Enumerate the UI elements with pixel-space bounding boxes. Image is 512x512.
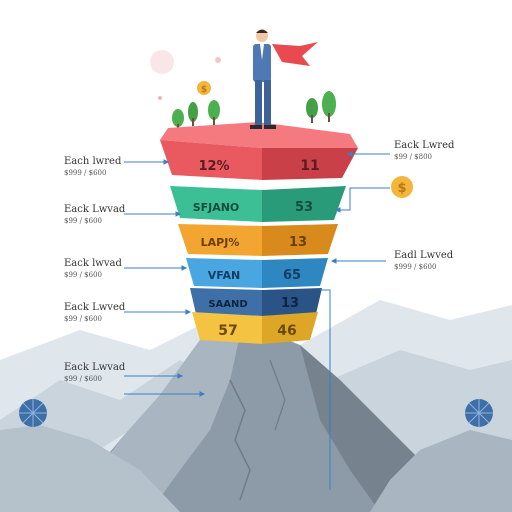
tier-6: 57 46 [192,312,318,344]
tier-2-right-value: 53 [295,200,313,215]
tier-1-right-value: 11 [300,158,319,174]
right-label-2-title: Eadl Lwved [394,250,454,261]
left-label-3: Eack lwvad $99 / $600 [64,258,122,279]
person-figure [250,29,318,129]
right-label-2: Eadl Lwved $999 / $600 [394,250,454,271]
tier-5: SAAND 13 [190,288,322,316]
tier-1: 12% 11 [160,122,358,180]
tier-4-left-value: VFAN [208,269,240,282]
tier-3-right-value: 13 [289,235,307,250]
left-label-2-sub: $99 / $600 [64,217,102,225]
tier-2: SFJANO 53 [170,186,346,222]
tier-4: VFAN 65 [186,258,328,288]
decor-dot [215,57,221,63]
right-label-2-sub: $999 / $600 [394,263,436,271]
decor-dot [158,96,162,100]
coin-icon: $ [197,81,211,95]
left-label-3-sub: $99 / $600 [64,271,102,279]
left-label-5-title: Eack Lwvad [64,362,126,373]
tier-3: LAPJ% 13 [178,224,338,256]
right-label-1: Eack Lwred $99 / $800 [394,140,455,161]
tier-1-left-value: 12% [198,159,229,174]
left-label-3-title: Eack lwvad [64,258,122,269]
tier-5-left-value: SAAND [208,299,247,310]
left-label-1-title: Each lwred [64,156,122,167]
svg-text:$: $ [201,85,207,95]
cape-icon [272,42,318,66]
right-label-1-title: Eack Lwred [394,140,455,151]
main-mountain [0,330,512,512]
tier-5-right-value: 13 [281,296,299,311]
leader-lines [124,151,390,490]
left-label-4: Eack Lwved $99 / $600 [64,302,126,323]
tree-icon [172,91,336,130]
left-label-5-sub: $99 / $600 [64,375,102,383]
left-label-2-title: Eack Lwvad [64,204,126,215]
tier-2-left-value: SFJANO [193,201,240,214]
tier-6-left-value: 57 [218,323,237,339]
left-label-1: Each lwred $999 / $600 [64,156,122,177]
right-label-1-sub: $99 / $800 [394,153,432,161]
decor-circle [150,50,174,74]
svg-text:$: $ [397,181,406,196]
globe-icon [465,399,493,427]
left-label-4-title: Eack Lwved [64,302,126,313]
coin-icon: $ [391,176,413,198]
tier-3-left-value: LAPJ% [201,236,240,249]
left-label-4-sub: $99 / $600 [64,315,102,323]
left-label-2: Eack Lwvad $99 / $600 [64,204,126,225]
globe-icon [19,399,47,427]
tier-6-right-value: 46 [277,323,296,339]
left-label-1-sub: $999 / $600 [64,169,106,177]
tier-4-right-value: 65 [283,268,301,283]
left-label-5: Eack Lwvad $99 / $600 [64,362,126,383]
